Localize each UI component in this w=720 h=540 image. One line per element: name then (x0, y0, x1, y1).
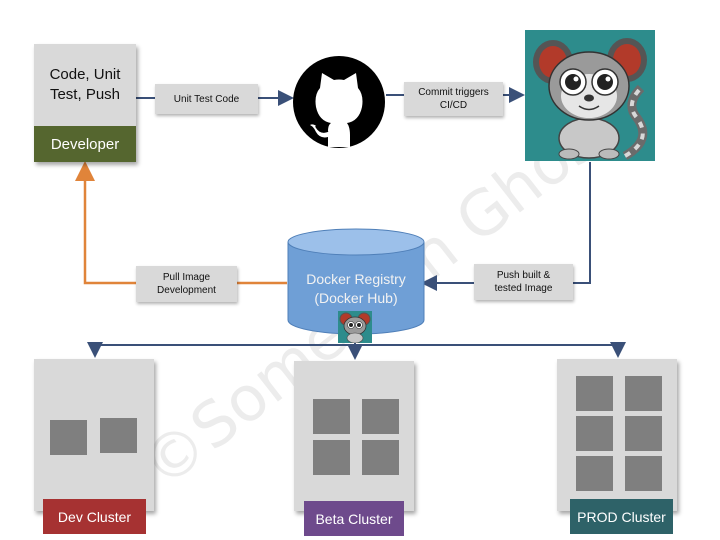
prod-cluster-label: PROD Cluster (570, 499, 673, 534)
docker-registry-node (287, 228, 425, 336)
unit-test-code-label: Unit Test Code (155, 84, 258, 114)
prod-node-tile (576, 376, 613, 411)
beta-cluster-label: Beta Cluster (304, 501, 404, 536)
docker-registry-label: Docker Registry (Docker Hub) (306, 271, 406, 306)
beta-cluster-node (294, 361, 414, 511)
dev-cluster-label: Dev Cluster (43, 499, 146, 534)
beta-node-tile (362, 440, 399, 475)
beta-node-tile (313, 399, 350, 434)
prod-cluster-node (557, 359, 677, 511)
prod-node-tile (625, 376, 662, 411)
dev-node-tile (100, 418, 137, 453)
push-built-image-label: Push built & tested Image (474, 264, 573, 300)
github-octocat-icon (292, 55, 386, 149)
prod-node-tile (576, 456, 613, 491)
prod-node-tile (625, 416, 662, 451)
prod-node-tile (625, 456, 662, 491)
commit-triggers-label: Commit triggers CI/CD (404, 82, 503, 116)
gremlin-ci-icon (525, 30, 655, 161)
developer-task-text: Code, Unit Test, Push (49, 66, 121, 103)
dev-node-tile (50, 420, 87, 455)
developer-node: Code, Unit Test, Push Developer (34, 44, 136, 162)
beta-node-tile (313, 440, 350, 475)
developer-role-badge: Developer (34, 126, 136, 162)
registry-mascot-icon (338, 311, 372, 344)
prod-node-tile (576, 416, 613, 451)
beta-node-tile (362, 399, 399, 434)
pull-image-label: Pull Image Development (136, 266, 237, 302)
dev-cluster-node (34, 359, 154, 511)
